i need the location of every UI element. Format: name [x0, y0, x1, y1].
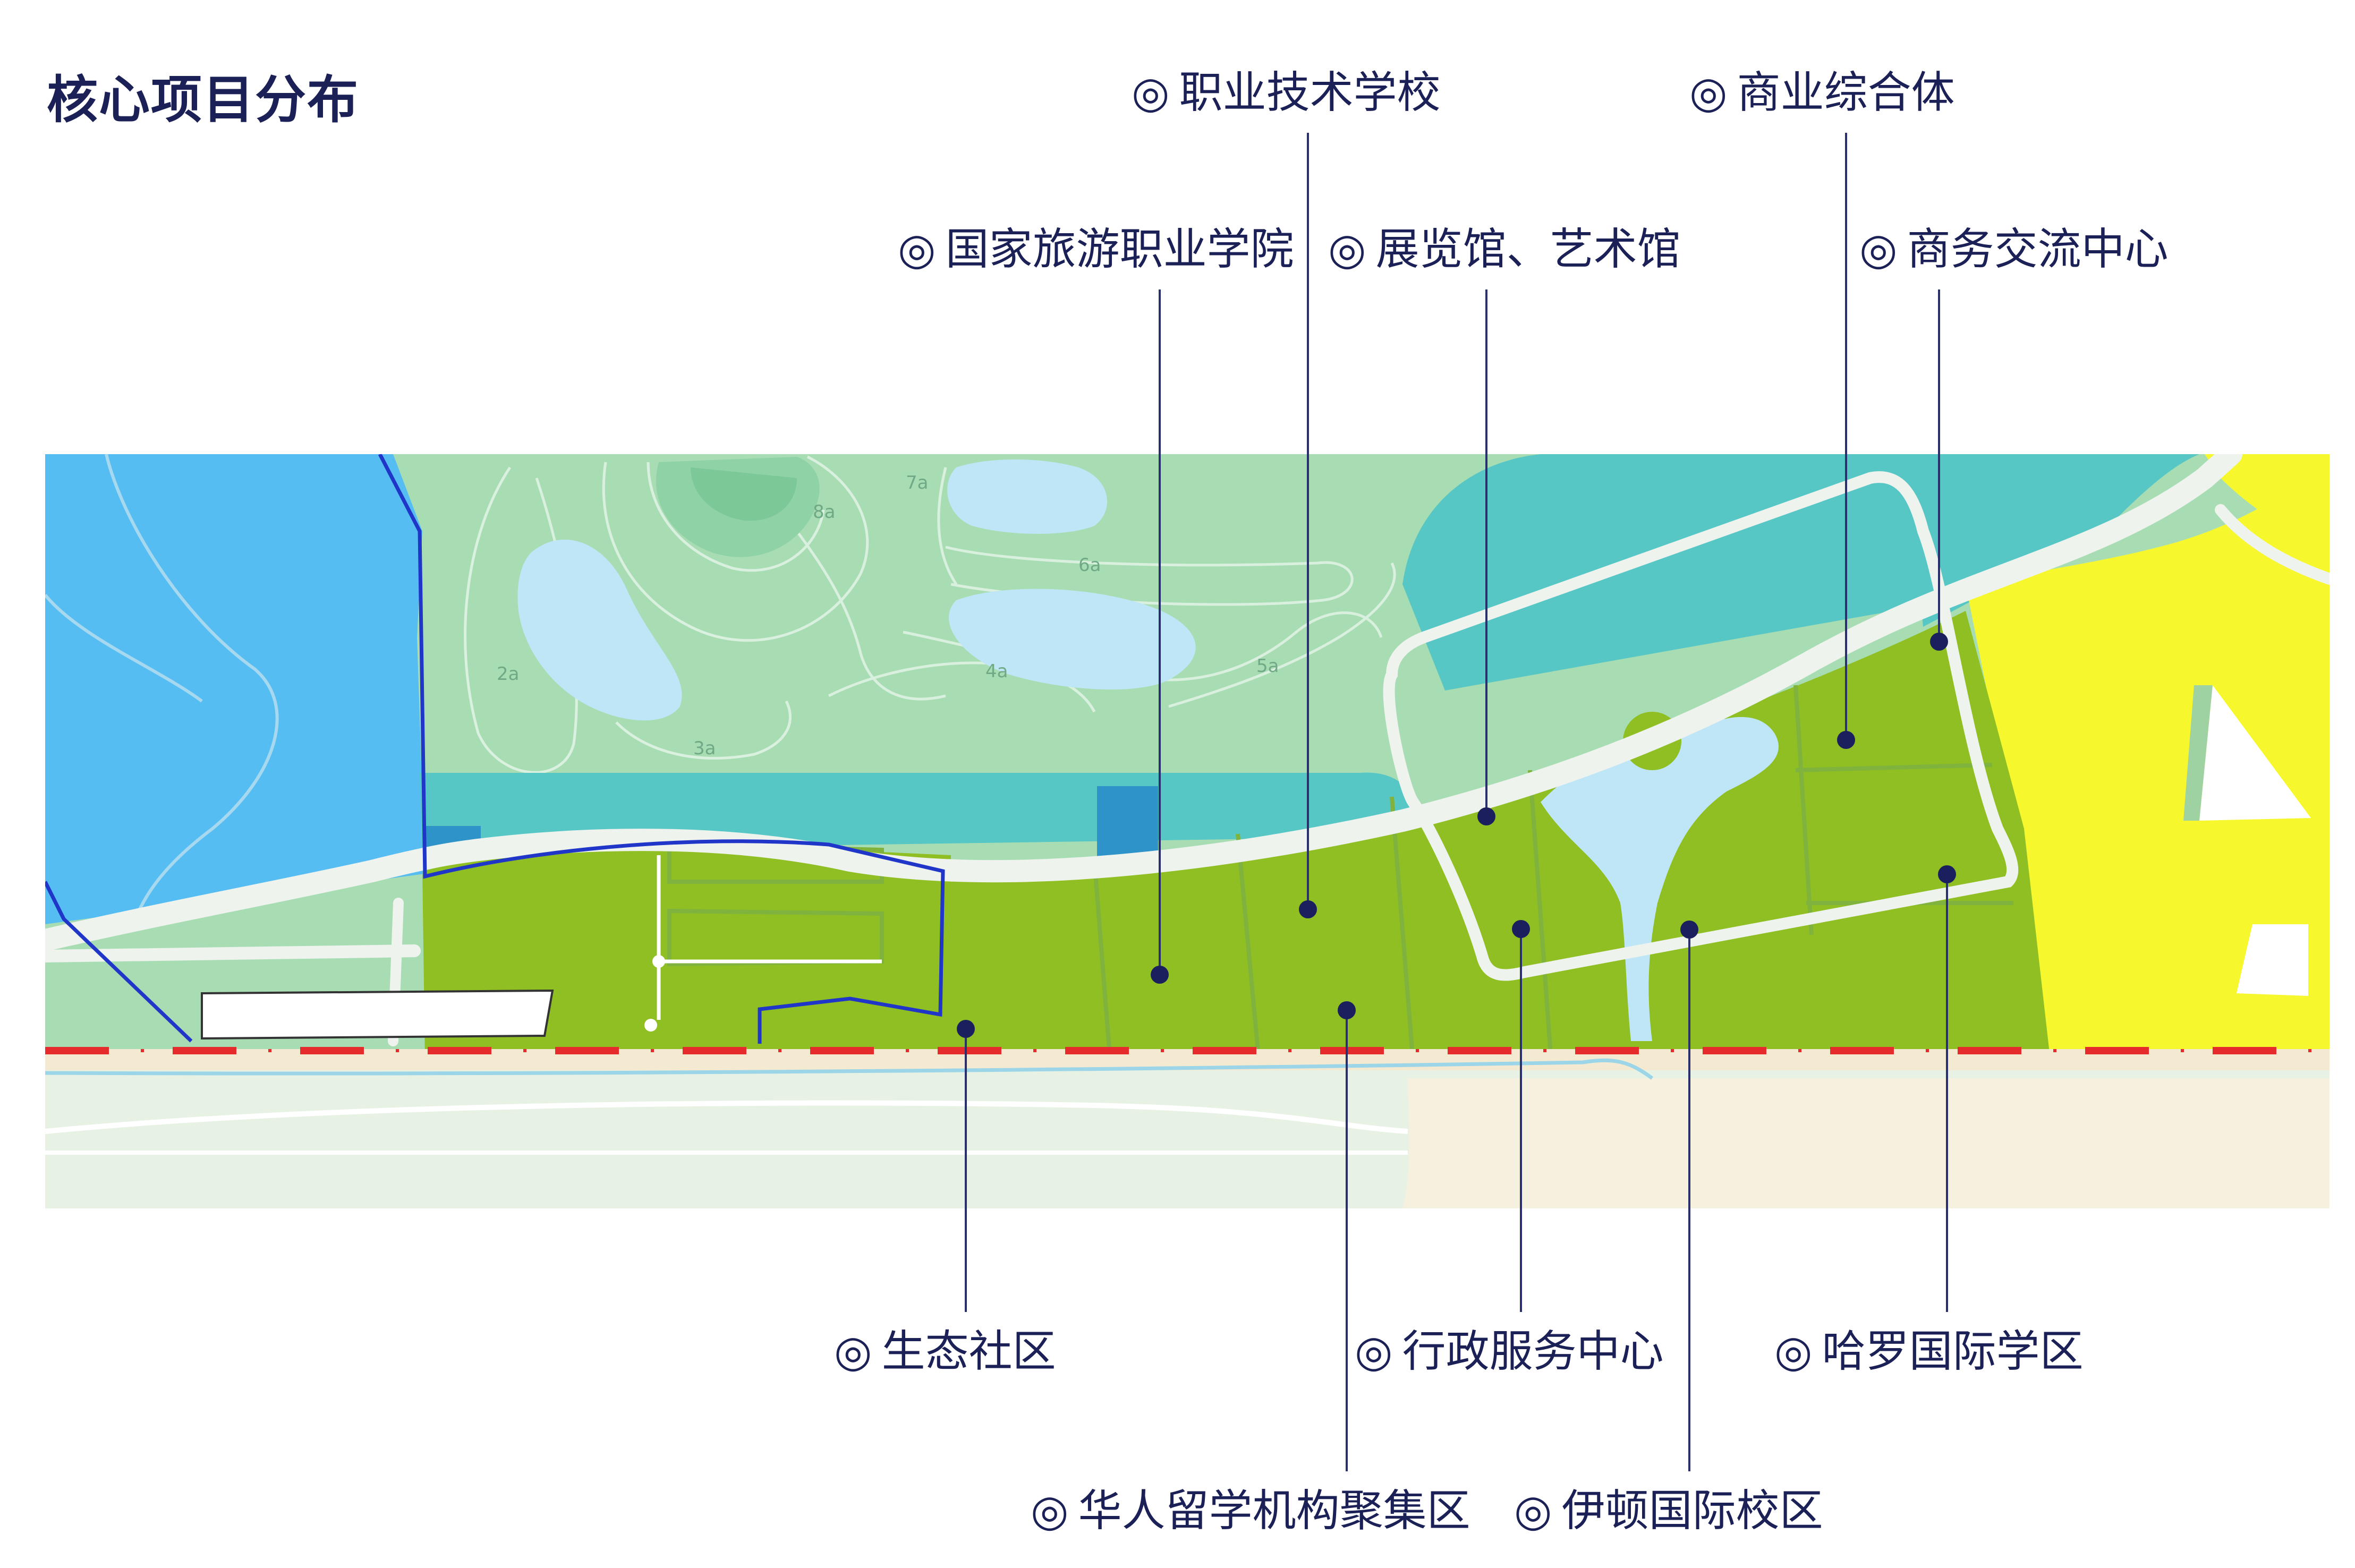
target-icon: ◎: [1328, 224, 1366, 275]
point-commercial-complex[interactable]: [1837, 731, 1855, 749]
coastal-stream: [45, 1058, 1654, 1080]
project-label-text: 商务交流中心: [1907, 224, 2169, 275]
site-boundary-west: [45, 881, 193, 1043]
project-label-text: 职业技术学校: [1179, 67, 1441, 118]
lake: [949, 589, 1196, 690]
building-footprint: [2199, 685, 2311, 821]
internal-paths: [657, 855, 882, 1020]
target-icon: ◎: [898, 224, 936, 275]
target-icon: ◎: [1132, 67, 1170, 118]
leader-lines: [965, 133, 1948, 1471]
point-tourism-college[interactable]: [1151, 966, 1169, 984]
turquoise-parcels-north: [1402, 454, 1923, 691]
hole-label: 6a: [1078, 555, 1101, 576]
beach-area-east: [1402, 1078, 2330, 1208]
project-label-text: 商业综合体: [1737, 67, 1955, 118]
beach-path: [45, 1100, 1408, 1134]
water-left-path-2: [45, 594, 203, 703]
hole-label: 5a: [1256, 655, 1279, 677]
point-admin-service[interactable]: [1512, 920, 1530, 938]
point-eton-campus[interactable]: [1680, 921, 1698, 939]
point-business-exchange[interactable]: [1930, 633, 1948, 651]
hole-label: 7a: [906, 472, 928, 493]
target-icon: ◎: [1355, 1326, 1393, 1377]
small-blue-parcel: [1097, 786, 1158, 860]
project-points: [957, 633, 1956, 1038]
label-commercial-complex[interactable]: ◎商业综合体: [1689, 71, 1955, 115]
label-exhibition-art[interactable]: ◎展览馆、艺术馆: [1328, 228, 1681, 271]
label-harrow-school[interactable]: ◎哈罗国际学区: [1774, 1330, 2084, 1374]
project-label-text: 生态社区: [881, 1326, 1056, 1377]
project-label-text: 伊顿国际校区: [1561, 1486, 1823, 1536]
water-left-path: [105, 454, 279, 927]
project-label-text: 展览馆、艺术馆: [1375, 224, 1681, 275]
point-vocational-school[interactable]: [1299, 900, 1317, 918]
target-icon: ◎: [1859, 224, 1898, 275]
central-lake: [1541, 717, 1779, 1041]
label-study-abroad[interactable]: ◎华人留学机构聚集区: [1031, 1489, 1470, 1533]
yellow-zone: [1966, 462, 2330, 1062]
label-eton-campus[interactable]: ◎伊顿国际校区: [1514, 1489, 1823, 1533]
water-area-left: [45, 454, 425, 924]
target-icon: ◎: [1514, 1486, 1552, 1536]
point-harrow-school[interactable]: [1938, 865, 1956, 883]
target-icon: ◎: [1689, 67, 1728, 118]
site-boundary: [378, 454, 945, 1044]
lake: [517, 539, 682, 721]
label-admin-service[interactable]: ◎行政服务中心: [1355, 1330, 1664, 1374]
target-icon: ◎: [1774, 1326, 1813, 1377]
target-icon: ◎: [834, 1326, 872, 1377]
path-node: [652, 955, 665, 968]
page-title: 核心项目分布: [47, 70, 359, 130]
hole-label: 4a: [985, 661, 1008, 682]
golf-green-center: [691, 467, 797, 521]
green-strip: [2183, 685, 2213, 821]
point-eco-community[interactable]: [957, 1020, 975, 1038]
project-label-text: 华人留学机构聚集区: [1078, 1486, 1470, 1536]
path-node: [644, 1019, 657, 1032]
building-footprint: [201, 989, 554, 1040]
hole-label: 3a: [693, 738, 716, 759]
point-study-abroad[interactable]: [1338, 1001, 1356, 1019]
label-eco-community[interactable]: ◎生态社区: [834, 1330, 1056, 1374]
point-exhibition-art[interactable]: [1477, 807, 1495, 825]
project-label-text: 行政服务中心: [1402, 1326, 1664, 1377]
label-tourism-college[interactable]: ◎国家旅游职业学院: [898, 228, 1294, 271]
lake: [947, 459, 1107, 534]
yellow-zone-corner: [2205, 454, 2330, 547]
project-label-text: 哈罗国际学区: [1822, 1326, 2084, 1377]
building-footprint: [2237, 924, 2308, 996]
map-base: 2a 3a 4a 5a 6a 7a 8a: [45, 454, 2330, 1208]
project-label-text: 国家旅游职业学院: [945, 224, 1294, 275]
label-vocational-school[interactable]: ◎职业技术学校: [1132, 71, 1441, 115]
label-business-exchange[interactable]: ◎商务交流中心: [1859, 228, 2169, 271]
hole-label: 8a: [813, 501, 835, 523]
target-icon: ◎: [1031, 1486, 1069, 1536]
hole-label: 2a: [497, 663, 519, 685]
